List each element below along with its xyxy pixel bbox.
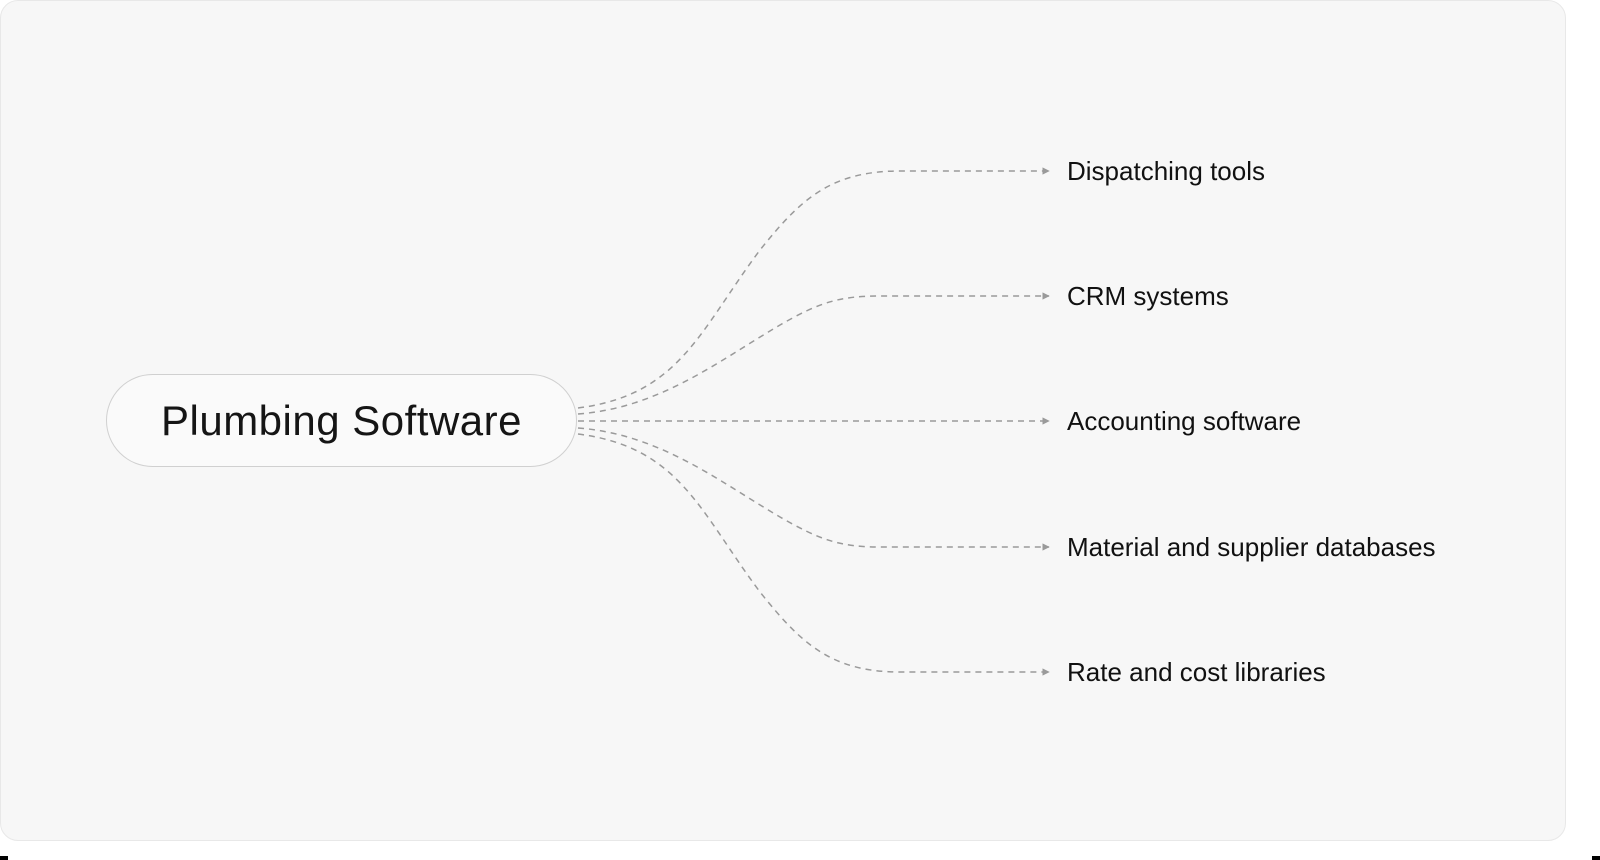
corner-mark bbox=[0, 856, 8, 860]
connector-rate bbox=[577, 433, 1050, 676]
corner-mark bbox=[1592, 856, 1600, 860]
branch-node-rate-cost-libraries[interactable]: Rate and cost libraries bbox=[1067, 657, 1326, 687]
root-node-label: Plumbing Software bbox=[160, 396, 522, 444]
connector-dispatching bbox=[577, 167, 1050, 409]
connector-crm bbox=[577, 292, 1050, 415]
branch-node-dispatching-tools[interactable]: Dispatching tools bbox=[1067, 156, 1265, 186]
connector-material bbox=[577, 427, 1050, 551]
root-node[interactable]: Plumbing Software bbox=[106, 374, 577, 467]
branch-node-crm-systems[interactable]: CRM systems bbox=[1067, 281, 1229, 311]
branch-node-accounting-software[interactable]: Accounting software bbox=[1067, 406, 1302, 436]
branch-node-material-supplier-databases[interactable]: Material and supplier databases bbox=[1067, 532, 1436, 562]
